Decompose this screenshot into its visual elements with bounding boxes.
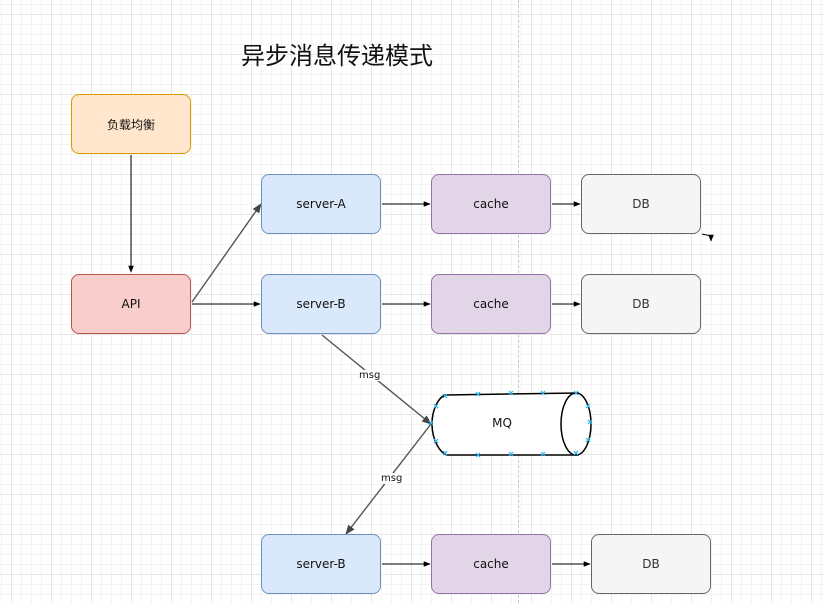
api-node[interactable]: API [71, 274, 191, 334]
diagram-title: 异步消息传递模式 [241, 42, 433, 70]
mq-label: MQ [492, 416, 512, 430]
server-b-consumer-node[interactable]: server-B [261, 534, 381, 594]
mq-cylinder[interactable] [431, 392, 592, 456]
mq-selection-handles [428, 390, 593, 458]
cache-b-node[interactable]: cache [431, 274, 551, 334]
edge-api-to-server-a[interactable] [191, 203, 262, 303]
server-a-node[interactable]: server-A [261, 174, 381, 234]
cache-consumer-node[interactable]: cache [431, 534, 551, 594]
edge-label-msg-to-mq: msg [358, 370, 382, 381]
db-a-node[interactable]: DB [581, 174, 701, 234]
db-b-node[interactable]: DB [581, 274, 701, 334]
dangling-edge[interactable] [701, 233, 714, 242]
cache-a-node[interactable]: cache [431, 174, 551, 234]
db-consumer-node[interactable]: DB [591, 534, 711, 594]
edge-label-msg-from-mq: msg [380, 473, 404, 484]
server-b-node[interactable]: server-B [261, 274, 381, 334]
load-balancer-node[interactable]: 负载均衡 [71, 94, 191, 154]
